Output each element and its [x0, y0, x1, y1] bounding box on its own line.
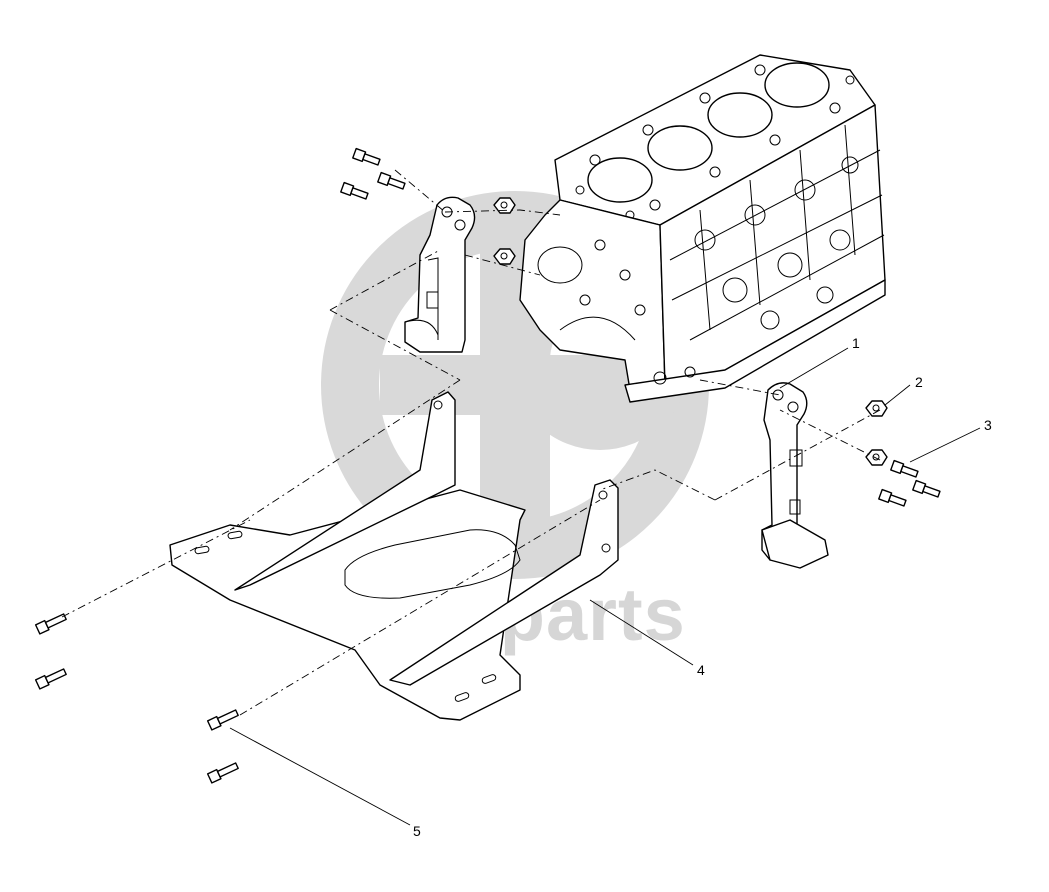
- engine-block: [519, 54, 886, 403]
- assembly-centerlines: [61, 169, 881, 716]
- callout-2: 2: [915, 374, 923, 390]
- hex-nut-icon: [493, 197, 888, 466]
- bolt-icon: [34, 147, 941, 784]
- engine-base-plate: [169, 391, 619, 721]
- callout-leaders: [229, 347, 981, 826]
- callout-5: 5: [413, 823, 421, 839]
- callout-4: 4: [697, 662, 705, 678]
- right-engine-mount-bracket: [761, 382, 829, 569]
- callout-1: 1: [852, 335, 860, 351]
- left-engine-mount-bracket: [404, 196, 476, 353]
- callout-3: 3: [984, 417, 992, 433]
